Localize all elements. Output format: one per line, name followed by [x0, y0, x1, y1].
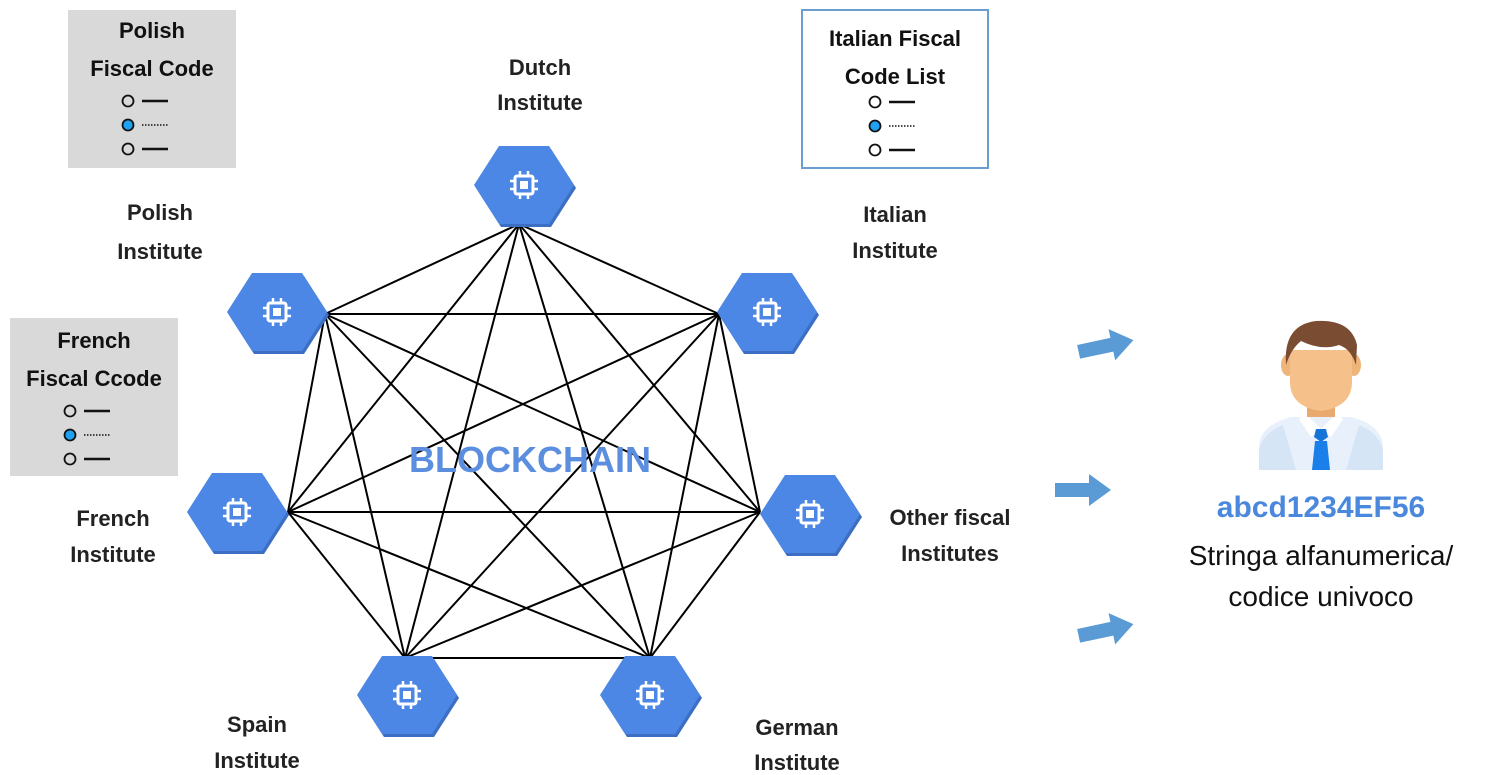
label-spain-line1: Spain [227, 712, 287, 737]
list-icon [121, 94, 168, 156]
edge-dutch-spain [404, 223, 520, 659]
node-polish [227, 273, 329, 354]
label-other: Other fiscal Institutes [889, 505, 1010, 566]
arrow-right-icon [1075, 324, 1137, 368]
label-french: French Institute [70, 506, 156, 567]
edge-spain-french [287, 511, 406, 659]
label-german: German Institute [754, 715, 840, 775]
label-spain: Spain Institute [214, 712, 300, 773]
arrow-right-icon [1055, 474, 1111, 506]
label-polish: Polish Institute [117, 200, 203, 264]
edge-dutch-german [518, 223, 651, 659]
card-french-bg [10, 318, 178, 476]
user-description-line2: codice univoco [1228, 581, 1413, 612]
arrow-right-icon [1075, 608, 1137, 652]
node-german [600, 656, 702, 737]
card-french-title-line1: French [57, 328, 130, 353]
card-polish-fiscal-code: Polish Fiscal Code [68, 10, 236, 168]
node-italian [717, 273, 819, 354]
card-polish-title-line2: Fiscal Code [90, 56, 213, 81]
card-french-fiscal-code: French Fiscal Ccode [10, 318, 178, 476]
edge-dutch-other [518, 223, 761, 513]
label-dutch: Dutch Institute [497, 55, 583, 115]
edge-german-french [287, 511, 651, 659]
node-spain [357, 656, 459, 737]
card-italian-bg [801, 9, 989, 169]
node-other [760, 475, 862, 556]
blockchain-label: BLOCKCHAIN [409, 439, 651, 480]
label-italian: Italian Institute [852, 202, 938, 263]
edge-italian-other [718, 313, 761, 513]
card-italian-fiscal-code-list: Italian Fiscal Code List [801, 9, 989, 169]
label-italian-line2: Institute [852, 238, 938, 263]
network-edges [287, 223, 761, 659]
edge-italian-german [649, 313, 720, 659]
user-description-line1: Stringa alfanumerica/ [1189, 540, 1454, 571]
label-other-line2: Institutes [901, 541, 999, 566]
edge-dutch-italian [518, 223, 720, 315]
label-spain-line2: Institute [214, 748, 300, 773]
edge-italian-french [287, 313, 720, 513]
arrows [1055, 324, 1137, 652]
edge-spain-polish [324, 313, 406, 659]
edge-dutch-french [287, 223, 520, 513]
edge-other-polish [324, 313, 761, 513]
card-italian-title-line1: Italian Fiscal [829, 26, 961, 51]
label-polish-line2: Institute [117, 239, 203, 264]
label-german-line1: German [755, 715, 838, 740]
list-icon [63, 404, 110, 466]
user-code: abcd1234EF56 [1217, 491, 1425, 524]
label-french-line2: Institute [70, 542, 156, 567]
label-italian-line1: Italian [863, 202, 927, 227]
card-french-title-line2: Fiscal Ccode [26, 366, 162, 391]
card-italian-title-line2: Code List [845, 64, 946, 89]
label-dutch-line2: Institute [497, 90, 583, 115]
card-polish-title-line1: Polish [119, 18, 185, 43]
label-french-line1: French [76, 506, 149, 531]
edge-german-polish [324, 313, 651, 659]
node-dutch [474, 146, 576, 227]
label-other-line1: Other fiscal [889, 505, 1010, 530]
institute-nodes [187, 146, 862, 737]
label-dutch-line1: Dutch [509, 55, 571, 80]
label-german-line2: Institute [754, 750, 840, 775]
edge-italian-spain [404, 313, 720, 659]
list-icon [868, 95, 915, 157]
card-polish-bg [68, 10, 236, 168]
person-avatar-icon [1259, 320, 1383, 470]
edge-other-spain [404, 511, 761, 659]
edge-other-german [649, 511, 761, 659]
edge-dutch-polish [324, 223, 520, 315]
label-polish-line1: Polish [127, 200, 193, 225]
node-french [187, 473, 289, 554]
edge-french-polish [287, 313, 326, 513]
